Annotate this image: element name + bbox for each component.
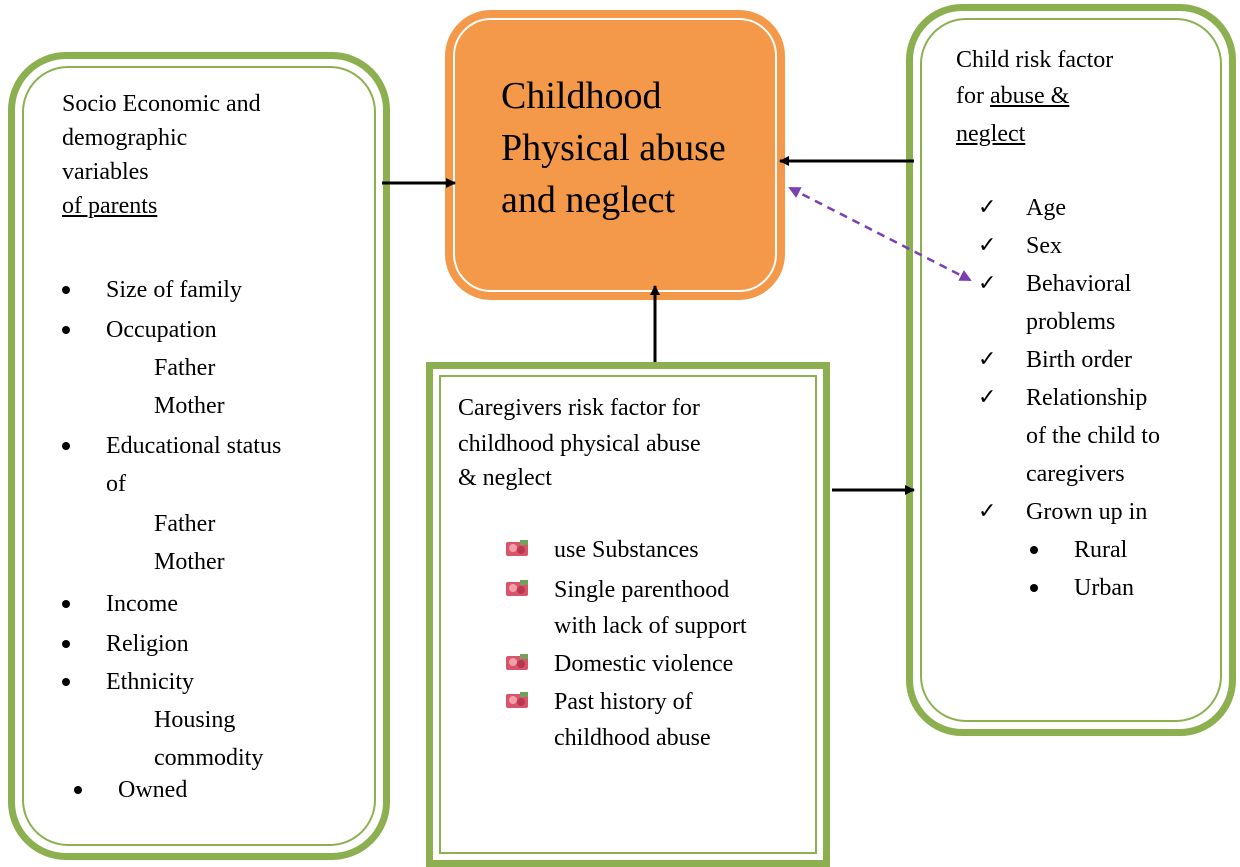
caregivers-title-2: childhood physical abuse (458, 431, 701, 457)
bullet-dot-icon (74, 786, 82, 794)
left-item-owned: Owned (118, 777, 188, 803)
bullet-dot-icon (1030, 546, 1038, 554)
checkmark-icon: ✓ (978, 271, 997, 296)
child-risk-title-3: neglect (956, 121, 1026, 147)
caregivers-box-inner-border (439, 375, 817, 854)
bullet-dot-icon (62, 640, 70, 648)
checkmark-icon: ✓ (978, 233, 997, 258)
left-item-housing-cont: commodity (154, 745, 264, 771)
socio-economic-title-underlined: of parents (62, 193, 158, 219)
dashed-arrow-center-behavioral (788, 186, 972, 282)
left-item-ethnicity: Ethnicity (106, 669, 194, 695)
caregiver-item-substances: use Substances (554, 537, 699, 563)
checkmark-icon: ✓ (978, 195, 997, 220)
caregivers-title-1: Caregivers risk factor for (458, 395, 700, 421)
socio-economic-box (8, 52, 390, 860)
caregiver-item-past-history-cont: childhood abuse (554, 725, 711, 751)
bullet-dot-icon (62, 600, 70, 608)
caregiver-item-domestic-violence: Domestic violence (554, 651, 734, 677)
right-item-relationship: Relationship (1026, 385, 1148, 411)
caregiver-item-single-parenthood: Single parenthood (554, 577, 730, 603)
caregivers-title-3: & neglect (458, 465, 552, 491)
left-item-size-of-family: Size of family (106, 277, 242, 303)
left-item-occupation: Occupation (106, 317, 217, 343)
left-item-educational-status: Educational status (106, 433, 282, 459)
left-item-income: Income (106, 591, 178, 617)
left-item-religion: Religion (106, 631, 189, 657)
caregiver-item-single-parenthood-cont: with lack of support (554, 613, 747, 639)
caregivers-box (426, 362, 830, 867)
right-item-age: Age (1026, 195, 1066, 221)
right-item-rural: Rural (1074, 537, 1128, 563)
right-item-birth-order: Birth order (1026, 347, 1132, 373)
child-risk-factor-box-inner-border (920, 18, 1222, 722)
right-item-relationship-cont-1: of the child to (1026, 423, 1160, 449)
socio-economic-title-3: variables (62, 159, 149, 185)
child-risk-title-1: Child risk factor (956, 47, 1114, 73)
left-item-educational-status-cont: of (106, 471, 126, 497)
checkmark-icon: ✓ (978, 385, 997, 410)
flower-bullet-icon (506, 540, 528, 556)
left-item-occupation-mother: Mother (154, 393, 225, 419)
socio-economic-box-inner-border (22, 66, 376, 846)
socio-economic-title-1: Socio Economic and (62, 91, 261, 117)
right-item-relationship-cont-2: caregivers (1026, 461, 1125, 487)
bullet-dot-icon (62, 678, 70, 686)
flower-bullet-icon (506, 692, 528, 708)
bullet-dot-icon (62, 442, 70, 450)
left-item-occupation-father: Father (154, 355, 216, 381)
right-item-behavioral: Behavioral (1026, 271, 1132, 297)
right-item-behavioral-cont: problems (1026, 309, 1116, 335)
right-item-grown-up-in: Grown up in (1026, 499, 1148, 525)
bullet-dot-icon (62, 326, 70, 334)
flower-bullet-icon (506, 654, 528, 670)
left-item-education-father: Father (154, 511, 216, 537)
center-box-inner-border (453, 18, 777, 292)
right-item-urban: Urban (1074, 575, 1134, 601)
child-risk-title-2: for abuse & (956, 80, 1069, 112)
checkmark-icon: ✓ (978, 499, 997, 524)
left-item-housing: Housing (154, 707, 236, 733)
childhood-abuse-center-box: Childhood Physical abuse and neglect (445, 10, 785, 300)
center-title: Childhood Physical abuse and neglect (501, 75, 726, 221)
child-risk-title-2-underlined: abuse & (989, 83, 1070, 109)
bullet-dot-icon (1030, 584, 1038, 592)
bullet-dot-icon (62, 286, 70, 294)
right-item-sex: Sex (1026, 233, 1062, 259)
left-item-education-mother: Mother (154, 549, 225, 575)
checkmark-icon: ✓ (978, 347, 997, 372)
flower-bullet-icon (506, 580, 528, 596)
child-risk-factor-box (906, 4, 1236, 736)
socio-economic-title-2: demographic (62, 125, 188, 151)
caregiver-item-past-history: Past history of (554, 689, 693, 715)
child-risk-title-2-plain: for (956, 83, 990, 109)
